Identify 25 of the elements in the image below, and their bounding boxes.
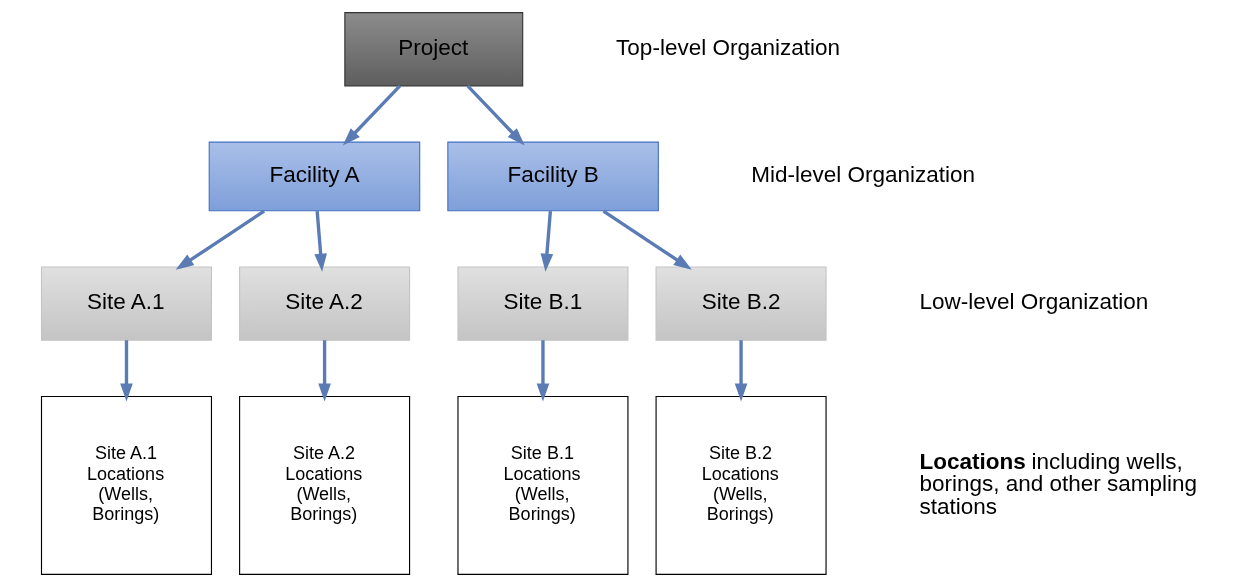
arrow [119, 340, 133, 402]
label: Top-level Organization [615, 34, 840, 60]
node-box: Site A.1 [40, 266, 212, 341]
arrow [317, 340, 331, 402]
arrow [175, 209, 265, 270]
node-box: Site B.2 [655, 266, 827, 341]
arrow [734, 340, 747, 402]
node-box: Site B.1 Locations (Wells, Borings) [456, 395, 628, 575]
label: Locations including wells, borings, and other sampling stations [918, 448, 1197, 519]
node-box: Project [343, 12, 523, 87]
arrow [540, 210, 553, 272]
node-box: Site A.2 [238, 266, 410, 341]
arrow [313, 210, 327, 272]
node-box: Facility B [446, 141, 659, 212]
node-box: Site A.1 Locations (Wells, Borings) [40, 395, 212, 575]
node-box: Site A.2 Locations (Wells, Borings) [238, 395, 410, 575]
node-box: Site B.1 [456, 266, 628, 341]
arrow [342, 84, 401, 146]
arrow [536, 340, 549, 402]
arrow [465, 84, 525, 146]
node-box: Site B.2 Locations (Wells, Borings) [655, 395, 827, 575]
label: Low-level Organization [918, 289, 1148, 315]
label: Mid-level Organization [750, 162, 975, 188]
arrow [602, 209, 692, 270]
node-box: Facility A [208, 141, 420, 212]
